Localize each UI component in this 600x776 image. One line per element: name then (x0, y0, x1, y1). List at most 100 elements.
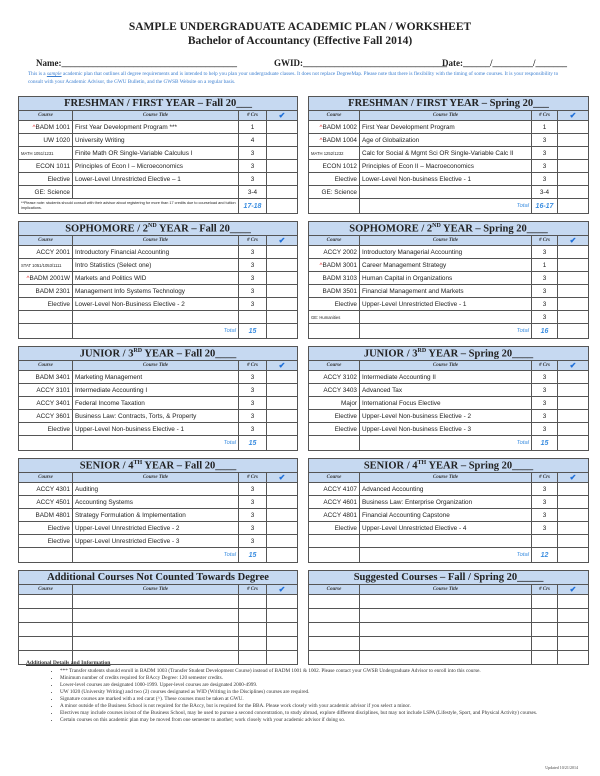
course-input[interactable] (18, 608, 73, 623)
completed-checkbox[interactable] (265, 622, 299, 637)
completed-checkbox[interactable] (556, 310, 590, 324)
total-checkbox[interactable] (265, 547, 299, 563)
completed-checkbox[interactable] (556, 608, 590, 623)
completed-checkbox[interactable] (556, 258, 590, 272)
completed-checkbox[interactable] (265, 521, 299, 535)
completed-checkbox[interactable] (556, 482, 590, 496)
credits-input[interactable] (531, 594, 558, 609)
completed-checkbox[interactable] (265, 172, 299, 186)
completed-checkbox[interactable] (557, 422, 589, 436)
credits-input[interactable] (238, 636, 267, 651)
completed-checkbox[interactable] (265, 482, 299, 496)
completed-checkbox[interactable] (556, 146, 590, 160)
completed-checkbox[interactable] (556, 271, 590, 285)
completed-checkbox[interactable] (556, 133, 590, 147)
completed-checkbox[interactable] (265, 245, 299, 259)
completed-checkbox[interactable] (265, 146, 299, 160)
course-title: Principles of Econ II – Macroeconomics (359, 159, 532, 173)
completed-checkbox[interactable] (265, 310, 299, 324)
course-credits: 3 (238, 495, 267, 509)
completed-checkbox[interactable] (556, 185, 590, 199)
course-code: ECON 1011 (18, 159, 73, 173)
completed-checkbox[interactable] (265, 508, 299, 522)
completed-checkbox[interactable] (556, 636, 590, 651)
course-title: Upper-Level Unrestricted Elective - 3 (72, 534, 239, 548)
completed-checkbox[interactable] (265, 409, 299, 423)
disclaimer-text: academic plan that outlines all degree r… (28, 71, 559, 85)
credits-input[interactable] (531, 622, 558, 637)
course-input[interactable] (308, 636, 360, 651)
completed-checkbox[interactable] (556, 159, 590, 173)
course-input[interactable] (18, 594, 73, 609)
completed-checkbox[interactable] (557, 396, 589, 410)
title-input[interactable] (359, 594, 532, 609)
completed-checkbox[interactable] (556, 622, 590, 637)
course-credits: 3 (238, 534, 267, 548)
completed-checkbox[interactable] (265, 258, 299, 272)
completed-checkbox[interactable] (265, 534, 299, 548)
course-input[interactable] (18, 622, 73, 637)
course-code: Elective (18, 172, 73, 186)
total-checkbox[interactable] (265, 198, 299, 214)
course-input[interactable] (308, 622, 360, 637)
total-checkbox[interactable] (556, 198, 590, 214)
completed-checkbox[interactable] (265, 650, 299, 665)
completed-checkbox[interactable] (265, 608, 299, 623)
total-checkbox[interactable] (557, 435, 589, 451)
course-input[interactable] (308, 608, 360, 623)
total-checkbox[interactable] (265, 323, 299, 339)
title-input[interactable] (359, 622, 532, 637)
completed-checkbox[interactable] (556, 650, 590, 665)
completed-checkbox[interactable] (265, 370, 299, 384)
course-credits: 3 (238, 482, 267, 496)
completed-checkbox[interactable] (557, 409, 589, 423)
credits-input[interactable] (531, 608, 558, 623)
completed-checkbox[interactable] (265, 284, 299, 298)
completed-checkbox[interactable] (556, 508, 590, 522)
title-input[interactable] (359, 636, 532, 651)
title-input[interactable] (72, 594, 239, 609)
completed-checkbox[interactable] (557, 383, 589, 397)
completed-checkbox[interactable] (556, 534, 590, 548)
completed-checkbox[interactable] (556, 495, 590, 509)
completed-checkbox[interactable] (265, 133, 299, 147)
completed-checkbox[interactable] (556, 120, 590, 134)
completed-checkbox[interactable] (556, 521, 590, 535)
completed-checkbox[interactable] (556, 245, 590, 259)
total-checkbox[interactable] (556, 547, 590, 563)
gwid-field[interactable]: GWID:________________________________ (274, 58, 447, 68)
course-input[interactable] (308, 594, 360, 609)
completed-checkbox[interactable] (265, 120, 299, 134)
completed-checkbox[interactable] (556, 297, 590, 311)
completed-checkbox[interactable] (265, 159, 299, 173)
course-input[interactable] (18, 636, 73, 651)
completed-checkbox[interactable] (265, 271, 299, 285)
blank-row (18, 594, 299, 609)
title-input[interactable] (359, 608, 532, 623)
course-code: ACCY 3102 (308, 370, 360, 384)
completed-checkbox[interactable] (265, 383, 299, 397)
credits-input[interactable] (238, 622, 267, 637)
completed-checkbox[interactable] (265, 495, 299, 509)
completed-checkbox[interactable] (265, 185, 299, 199)
credits-input[interactable] (238, 594, 267, 609)
title-input[interactable] (72, 622, 239, 637)
completed-checkbox[interactable] (556, 284, 590, 298)
credits-input[interactable] (238, 608, 267, 623)
completed-checkbox[interactable] (265, 422, 299, 436)
completed-checkbox[interactable] (265, 594, 299, 609)
section-title: FRESHMAN / FIRST YEAR – Spring 20___ (307, 96, 590, 111)
total-checkbox[interactable] (265, 435, 299, 451)
title-input[interactable] (72, 608, 239, 623)
completed-checkbox[interactable] (265, 636, 299, 651)
date-field[interactable]: Date:______/_________/_______ (442, 58, 567, 68)
completed-checkbox[interactable] (556, 172, 590, 186)
completed-checkbox[interactable] (265, 396, 299, 410)
credits-input[interactable] (531, 636, 558, 651)
completed-checkbox[interactable] (557, 370, 589, 384)
total-checkbox[interactable] (556, 323, 590, 339)
completed-checkbox[interactable] (265, 297, 299, 311)
name-field[interactable]: Name:___________________________________… (36, 58, 237, 68)
completed-checkbox[interactable] (556, 594, 590, 609)
title-input[interactable] (72, 636, 239, 651)
